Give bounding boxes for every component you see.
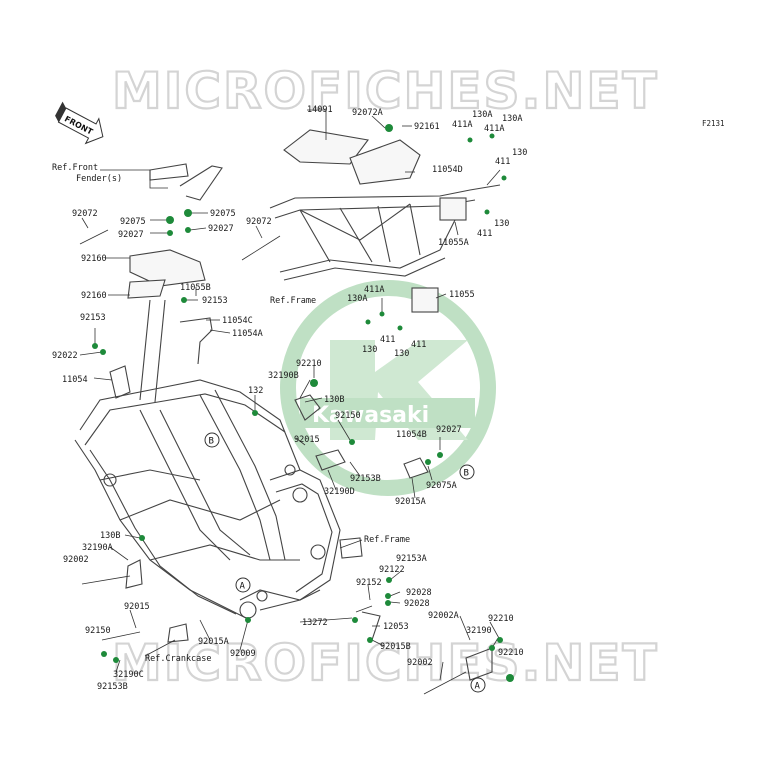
part-label: 411 — [380, 335, 395, 345]
part-label: 32190D — [324, 487, 355, 497]
part-label: 411A — [364, 285, 384, 295]
part-label: 32190B — [268, 371, 299, 381]
watermark-top: MICROFICHES.NET — [112, 62, 659, 120]
svg-text:B: B — [464, 469, 469, 479]
kawasaki-logo: Kawasaki — [280, 280, 496, 496]
ref-crankcase: Ref.Crankcase — [145, 654, 212, 664]
part-label: 130B — [100, 531, 120, 541]
marker-b-1: B — [204, 432, 220, 448]
front-bracket-assembly — [109, 163, 223, 399]
marker-b-2: B — [459, 464, 475, 480]
part-label: 92015 — [124, 602, 150, 612]
ref-front-fender: Ref.Front — [52, 163, 98, 173]
ref-frame-top: Ref.Frame — [270, 296, 316, 306]
part-label: 92027 — [208, 224, 234, 234]
leader-lines — [79, 109, 501, 681]
part-label: 92150 — [335, 411, 361, 421]
logo-text: Kawasaki — [312, 403, 429, 428]
rear-subframe — [269, 129, 501, 313]
part-label: 92160 — [81, 291, 107, 301]
part-label: 130 — [362, 345, 377, 355]
part-label: 411 — [495, 157, 510, 167]
svg-text:A: A — [240, 582, 246, 592]
part-label: 92075 — [210, 209, 236, 219]
front-direction-badge: FRONT — [55, 101, 104, 145]
svg-text:B: B — [209, 437, 214, 447]
part-label: 32190 — [466, 626, 492, 636]
watermark-bottom: MICROFICHES.NET — [112, 634, 659, 692]
part-label: 92072 — [72, 209, 98, 219]
part-label: 92153 — [80, 313, 106, 323]
part-label: 13272 — [302, 618, 328, 628]
part-label: 92153B — [350, 474, 381, 484]
part-label: 92027 — [118, 230, 144, 240]
part-label: 32190A — [82, 543, 113, 553]
part-label: 92027 — [436, 425, 462, 435]
part-label: 11054A — [232, 329, 263, 339]
part-labels: 14091 92072A 92161 411A 130A 411A 130A 1… — [52, 105, 527, 692]
part-label: 132 — [248, 386, 263, 396]
part-label: 130A — [472, 110, 492, 120]
part-label: 92122 — [379, 565, 405, 575]
part-label: 12053 — [383, 622, 409, 632]
part-label: 92153A — [396, 554, 427, 564]
part-label: 92153 — [202, 296, 228, 306]
part-label: 92002A — [428, 611, 459, 621]
part-label: 92009 — [230, 649, 256, 659]
part-label: 130B — [324, 395, 344, 405]
part-label: 92072A — [352, 108, 383, 118]
right-lower-assembly — [125, 559, 493, 681]
part-label: 92072 — [246, 217, 272, 227]
part-label: 92022 — [52, 351, 78, 361]
ref-frame-right: Ref.Frame — [364, 535, 410, 545]
part-label: 411A — [484, 124, 504, 134]
part-label: 92152 — [356, 578, 382, 588]
part-label: 11054 — [62, 375, 88, 385]
part-label: 130A — [502, 114, 522, 124]
part-label: 92015B — [380, 642, 411, 652]
part-label: 92210 — [498, 648, 524, 658]
bolts — [79, 229, 467, 695]
part-label: 11054C — [222, 316, 253, 326]
part-label: 11055A — [438, 238, 469, 248]
fastener-dots — [92, 124, 514, 682]
part-label: 92002 — [63, 555, 89, 565]
part-label: 92015 — [294, 435, 320, 445]
part-label: 92028 — [406, 588, 432, 598]
part-label: 11055 — [449, 290, 475, 300]
part-label: 92015A — [198, 637, 229, 647]
part-label: 92015A — [395, 497, 426, 507]
part-label: 32190C — [113, 670, 144, 680]
part-label: 92075 — [120, 217, 146, 227]
part-label: 11054B — [396, 430, 427, 440]
part-label: 411 — [411, 340, 426, 350]
part-label: 14091 — [307, 105, 333, 115]
svg-text:A: A — [475, 682, 481, 692]
part-label: 92028 — [404, 599, 430, 609]
part-label: 92210 — [488, 614, 514, 624]
part-label: 11055B — [180, 283, 211, 293]
part-label: 130 — [494, 219, 509, 229]
reference-labels: Ref.Front Fender(s) Ref.Frame Ref.Frame … — [52, 163, 410, 664]
marker-a-2: A — [470, 677, 486, 693]
part-label: 130 — [394, 349, 409, 359]
part-label: 11054D — [432, 165, 463, 175]
marker-a-1: A — [235, 577, 251, 593]
part-label: 92150 — [85, 626, 111, 636]
figure-code: F2131 — [702, 119, 725, 128]
part-label: 411 — [477, 229, 492, 239]
part-label: 130A — [347, 294, 367, 304]
part-label: 92161 — [414, 122, 440, 132]
ref-front-fender-2: Fender(s) — [76, 174, 122, 184]
part-label: 92002 — [407, 658, 433, 668]
part-label: 92160 — [81, 254, 107, 264]
part-label: 92153B — [97, 682, 128, 692]
part-label: 130 — [512, 148, 527, 158]
part-label: 92075A — [426, 481, 457, 491]
part-label: 92210 — [296, 359, 322, 369]
main-frame — [74, 299, 429, 621]
part-label: 411A — [452, 120, 472, 130]
